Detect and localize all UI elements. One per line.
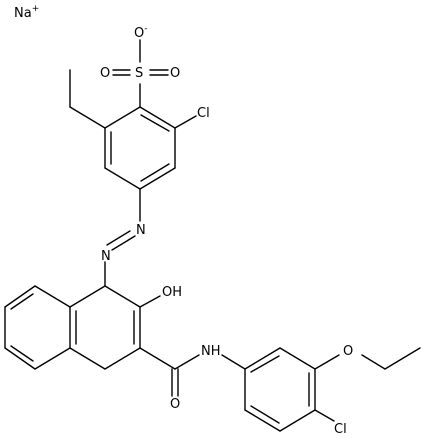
azo-nitrogen-bottom-label: N <box>101 249 111 264</box>
amide-nitrogen-label: NH <box>201 344 221 359</box>
bond-lines <box>4 39 421 432</box>
azo-nitrogen-top-label: N <box>136 223 146 238</box>
sodium-ion-label: Na+ <box>14 4 39 21</box>
ether-oxygen-label: O <box>343 344 353 359</box>
chlorine-top-label: Cl <box>197 106 210 121</box>
chlorine-bottom-label: Cl <box>334 422 347 437</box>
sulfur-label: S <box>135 66 143 81</box>
sulfonyl-oxygen-right-label: O <box>170 66 180 81</box>
atom-labels: Na+ O- S O O Cl N N OH NH O O Cl <box>14 4 353 437</box>
sulfonyl-oxygen-left-label: O <box>100 66 110 81</box>
hydroxyl-label: OH <box>162 285 182 300</box>
oxide-oxygen-label: O- <box>134 24 147 41</box>
carbonyl-oxygen-label: O <box>170 397 180 412</box>
